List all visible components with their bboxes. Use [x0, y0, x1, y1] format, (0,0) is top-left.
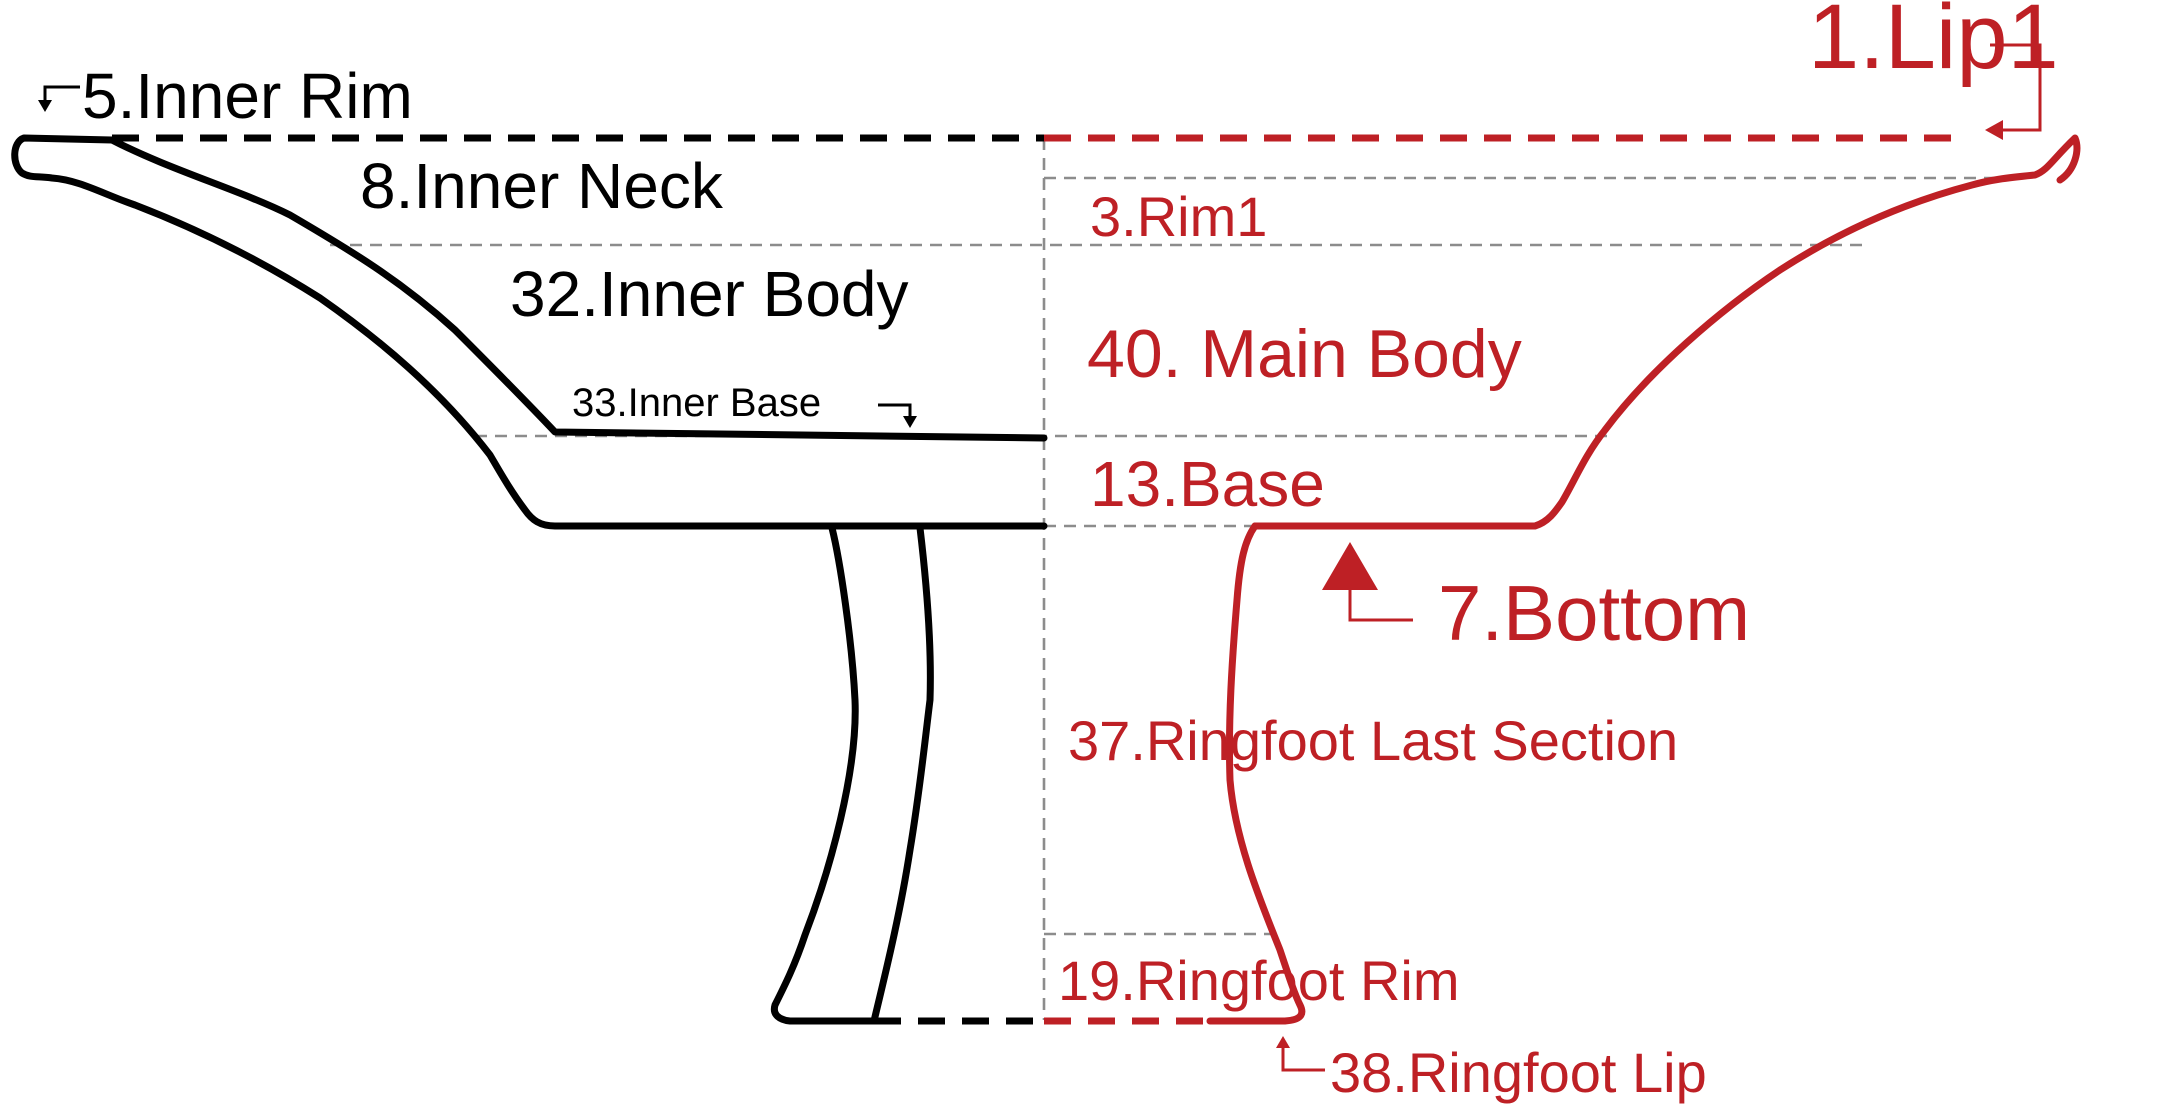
label-ringfoot-lip: 38.Ringfoot Lip	[1330, 1041, 1707, 1104]
inner-rim-arrow	[43, 85, 80, 102]
label-lip: 1.Lip1	[1808, 0, 2059, 88]
label-inner-body: 32.Inner Body	[510, 258, 909, 330]
closure-lines	[112, 134, 1962, 1025]
label-rim: 3.Rim1	[1090, 185, 1267, 248]
label-inner-base: 33.Inner Base	[572, 381, 821, 425]
lip-arrowhead-icon	[1985, 120, 2003, 140]
outer-section-bowl	[1251, 134, 2081, 530]
label-bottom: 7.Bottom	[1438, 569, 1750, 657]
bottom-arrowhead-icon	[1322, 542, 1378, 590]
label-ringfoot-last-section: 37.Ringfoot Last Section	[1068, 709, 1678, 772]
label-inner-neck: 8.Inner Neck	[360, 150, 724, 222]
inner-section-ringfoot	[770, 524, 934, 1025]
label-base: 13.Base	[1090, 448, 1325, 520]
part-labels: 1.Lip1 5.Inner Rim 8.Inner Neck 3.Rim1 3…	[82, 0, 2059, 1104]
inner-rim-arrowhead-icon	[38, 100, 52, 112]
ringfoot-lip-arrow	[1281, 1045, 1325, 1072]
label-main-body: 40. Main Body	[1087, 316, 1522, 392]
outer-section-ringfoot	[1206, 522, 1306, 1025]
ringfoot-lip-arrowhead-icon	[1276, 1036, 1290, 1048]
leader-arrows	[38, 43, 2042, 1072]
inner-base-arrowhead-icon	[903, 416, 917, 428]
label-ringfoot-rim: 19.Ringfoot Rim	[1058, 949, 1460, 1012]
label-inner-rim: 5.Inner Rim	[82, 60, 413, 132]
inner-section-bowl	[11, 134, 1048, 530]
inner-base-arrow	[878, 403, 912, 418]
lip-arrow	[1990, 43, 2042, 132]
